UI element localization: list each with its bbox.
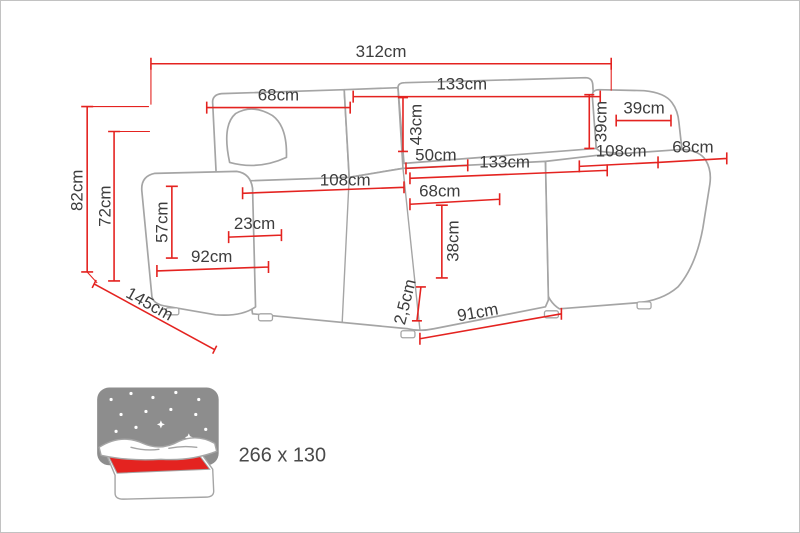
sofa-middle-seat bbox=[231, 160, 550, 332]
sofa-left-armrest bbox=[140, 170, 257, 316]
dim-right-armrest-width: 39cm bbox=[615, 99, 672, 127]
dim-label-chaise-width: 68cm bbox=[672, 137, 713, 156]
dim-line bbox=[409, 164, 609, 185]
dim-line bbox=[205, 101, 351, 114]
dim-line bbox=[352, 90, 602, 103]
dim-backrest-height-center: 43cm bbox=[398, 96, 425, 153]
dim-line bbox=[419, 307, 563, 345]
dim-total-width: 312cm bbox=[150, 42, 613, 105]
dim-label-backrest-height-center: 43cm bbox=[406, 104, 425, 145]
dim-label-total-width: 312cm bbox=[356, 42, 407, 61]
dim-seat-right-width: 133cm bbox=[409, 152, 609, 185]
sofa-pillow bbox=[225, 108, 288, 167]
sleeping-area-label: 266 x 130 bbox=[239, 444, 326, 466]
dim-line bbox=[657, 152, 728, 165]
dim-seat-left-width: 108cm bbox=[241, 170, 405, 200]
dim-seat-center-width: 50cm bbox=[405, 145, 469, 175]
dim-line bbox=[584, 93, 595, 150]
dim-line bbox=[405, 159, 469, 175]
dim-label-armrest-depth: 92cm bbox=[191, 247, 232, 266]
sofa-foot bbox=[400, 330, 416, 339]
sofa-drawing bbox=[140, 76, 712, 339]
dim-line bbox=[411, 286, 426, 322]
dim-backrest-height: 72cm bbox=[96, 130, 150, 282]
dim-line bbox=[435, 204, 448, 279]
sofa-foot bbox=[257, 313, 274, 322]
dim-label-backrest-height-right: 39cm bbox=[592, 101, 611, 142]
blanket-fold bbox=[130, 445, 198, 451]
dim-label-back-right-width: 133cm bbox=[436, 75, 487, 94]
sleeping-area-icon bbox=[97, 387, 219, 500]
dim-label-chaise-length: 108cm bbox=[596, 141, 647, 160]
dim-back-left-width: 68cm bbox=[205, 86, 351, 114]
dim-label-right-armrest-width: 39cm bbox=[623, 99, 664, 118]
dim-line bbox=[615, 114, 672, 127]
dim-label-seat-right-width: 133cm bbox=[479, 152, 530, 171]
stars-icon bbox=[109, 390, 208, 442]
dim-line bbox=[409, 193, 501, 211]
dim-line bbox=[156, 261, 270, 277]
dim-label-seat-height: 38cm bbox=[443, 220, 462, 261]
dim-extension bbox=[150, 63, 612, 105]
dim-chaise-length: 108cm bbox=[578, 141, 659, 173]
dim-line bbox=[165, 185, 178, 259]
dim-armrest-depth: 92cm bbox=[156, 247, 270, 277]
dim-line bbox=[227, 229, 283, 244]
dim-line bbox=[241, 181, 405, 200]
sofa-seat-seam-center bbox=[402, 167, 421, 331]
dim-back-right-width: 133cm bbox=[352, 75, 602, 103]
sofa-right-chaise bbox=[544, 148, 712, 310]
dim-seat-center-depth: 68cm bbox=[409, 181, 501, 211]
dim-label-seat-center-depth: 68cm bbox=[419, 181, 460, 200]
dim-armrest-height: 57cm bbox=[152, 185, 178, 259]
dim-line bbox=[91, 279, 218, 355]
dim-label-backrest-height: 72cm bbox=[96, 186, 115, 227]
dim-label-total-height: 82cm bbox=[68, 170, 87, 211]
dim-label-seat-left-width: 108cm bbox=[320, 170, 371, 189]
dim-line bbox=[398, 96, 408, 153]
dim-total-height: 82cm bbox=[68, 105, 149, 284]
sofa-foot bbox=[636, 301, 652, 310]
dim-armrest-width: 23cm bbox=[227, 214, 283, 244]
dim-label-back-left-width: 68cm bbox=[258, 86, 299, 105]
dim-seat-height: 38cm bbox=[435, 204, 462, 279]
sofa-foot bbox=[165, 307, 180, 316]
dim-label-seat-center-width: 50cm bbox=[415, 145, 456, 164]
dim-label-armrest-width: 23cm bbox=[234, 214, 275, 233]
sofa-back-right-cushion bbox=[397, 76, 598, 165]
dim-backrest-height-right: 39cm bbox=[584, 93, 611, 150]
sofa-seat-seam-right bbox=[544, 160, 550, 301]
dim-chaise-width: 68cm bbox=[657, 137, 728, 165]
sofa-seat-seam-left bbox=[341, 176, 350, 323]
dim-label-armrest-height: 57cm bbox=[152, 201, 171, 242]
